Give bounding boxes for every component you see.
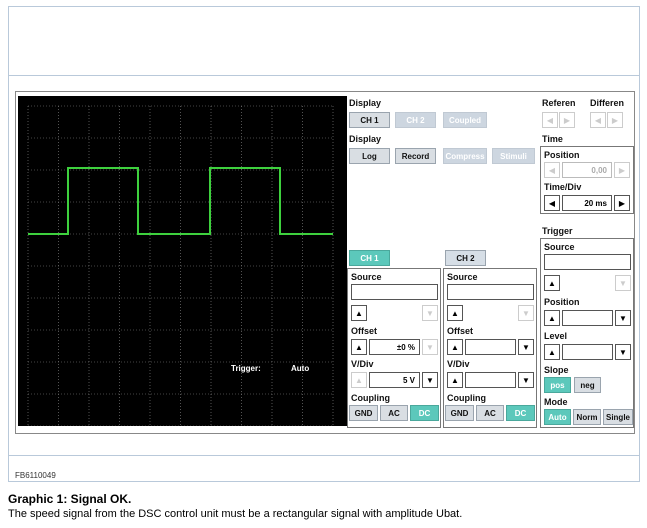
ch2-offset-label: Offset <box>447 326 474 336</box>
arrow-left-icon[interactable]: ◀ <box>544 195 560 211</box>
scope-screen: Trigger: Auto <box>18 96 347 426</box>
ch1-vdiv-field[interactable]: 5 V <box>369 372 420 388</box>
ch2-dc-button[interactable]: DC <box>506 405 535 421</box>
difference-label: Differen <box>590 98 625 108</box>
arrow-down-icon[interactable]: ▼ <box>422 339 438 355</box>
trigger-level-label: Level <box>544 331 568 341</box>
arrow-down-icon[interactable]: ▼ <box>422 305 438 321</box>
arrow-right-icon[interactable]: ▶ <box>614 162 630 178</box>
mode-auto-button[interactable]: Auto <box>544 409 571 425</box>
display-label-2: Display <box>349 134 382 144</box>
slope-neg-button[interactable]: neg <box>574 377 601 393</box>
record-button[interactable]: Record <box>395 148 436 164</box>
channel2-panel: Source ▲ ▼ Offset ▲ ▼ V/Div ▲ ▼ Coupling… <box>443 268 537 428</box>
ch2-vdiv-field[interactable] <box>465 372 516 388</box>
slope-pos-button[interactable]: pos <box>544 377 571 393</box>
ch2-ac-button[interactable]: AC <box>476 405 504 421</box>
top-divider <box>9 75 639 76</box>
arrow-down-icon[interactable]: ▼ <box>615 310 631 326</box>
arrow-left-icon[interactable]: ◀ <box>544 162 560 178</box>
arrow-left-icon[interactable]: ◀ <box>542 112 558 128</box>
trigger-section-label: Trigger <box>542 226 573 236</box>
mode-label: Mode <box>544 397 568 407</box>
arrow-up-icon[interactable]: ▲ <box>544 310 560 326</box>
ch2-gnd-button[interactable]: GND <box>445 405 474 421</box>
tab-ch2[interactable]: CH 2 <box>445 250 486 266</box>
bottom-divider <box>9 455 639 456</box>
ch1-gnd-button[interactable]: GND <box>349 405 378 421</box>
arrow-up-icon[interactable]: ▲ <box>544 275 560 291</box>
figure-id: FB6110049 <box>15 471 56 480</box>
time-position-field[interactable]: 0,00 <box>562 162 612 178</box>
figure-frame: FB6110049 Trigger: Auto Display CH 1 CH … <box>8 6 640 482</box>
trigger-source-field[interactable] <box>544 254 631 270</box>
arrow-down-icon[interactable]: ▼ <box>518 339 534 355</box>
ch1-ac-button[interactable]: AC <box>380 405 408 421</box>
ch2-vdiv-label: V/Div <box>447 359 470 369</box>
ch2-source-label: Source <box>447 272 478 282</box>
trigger-position-label: Position <box>544 297 580 307</box>
arrow-down-icon[interactable]: ▼ <box>422 372 438 388</box>
oscilloscope-ui: Trigger: Auto Display CH 1 CH 2 Coupled … <box>15 91 635 434</box>
ch2-source-field[interactable] <box>447 284 534 300</box>
log-button[interactable]: Log <box>349 148 390 164</box>
trigger-label: Trigger: <box>231 364 261 373</box>
ch1-source-label: Source <box>351 272 382 282</box>
display-label: Display <box>349 98 382 108</box>
time-panel: Position ◀ 0,00 ▶ Time/Div ◀ 20 ms ▶ <box>540 146 634 214</box>
arrow-down-icon[interactable]: ▼ <box>518 372 534 388</box>
coupled-button[interactable]: Coupled <box>443 112 487 128</box>
scope-grid <box>27 105 334 426</box>
trigger-value: Auto <box>291 364 310 373</box>
slope-label: Slope <box>544 365 569 375</box>
arrow-right-icon[interactable]: ▶ <box>614 195 630 211</box>
arrow-left-icon[interactable]: ◀ <box>590 112 606 128</box>
arrow-down-icon[interactable]: ▼ <box>615 344 631 360</box>
arrow-up-icon[interactable]: ▲ <box>351 305 367 321</box>
arrow-down-icon[interactable]: ▼ <box>518 305 534 321</box>
stimuli-button[interactable]: Stimuli <box>492 148 535 164</box>
arrow-up-icon[interactable]: ▲ <box>447 339 463 355</box>
arrow-up-icon[interactable]: ▲ <box>447 372 463 388</box>
signal-trace <box>28 167 333 235</box>
trigger-panel: Source ▲ ▼ Position ▲ ▼ Level ▲ ▼ Slope … <box>540 238 634 428</box>
arrow-right-icon[interactable]: ▶ <box>559 112 575 128</box>
trigger-position-field[interactable] <box>562 310 613 326</box>
ch1-vdiv-label: V/Div <box>351 359 374 369</box>
channel1-panel: Source ▲ ▼ Offset ▲ ±0 % ▼ V/Div ▲ 5 V ▼… <box>347 268 441 428</box>
ch2-offset-field[interactable] <box>465 339 516 355</box>
time-label: Time <box>542 134 563 144</box>
arrow-up-icon[interactable]: ▲ <box>351 372 367 388</box>
arrow-down-icon[interactable]: ▼ <box>615 275 631 291</box>
arrow-up-icon[interactable]: ▲ <box>447 305 463 321</box>
trigger-source-label: Source <box>544 242 575 252</box>
reference-label: Referen <box>542 98 576 108</box>
mode-single-button[interactable]: Single <box>603 409 633 425</box>
arrow-right-icon[interactable]: ▶ <box>607 112 623 128</box>
arrow-up-icon[interactable]: ▲ <box>351 339 367 355</box>
caption-text: The speed signal from the DSC control un… <box>8 508 463 520</box>
compress-button[interactable]: Compress <box>443 148 487 164</box>
time-position-label: Position <box>544 150 580 160</box>
ch1-offset-label: Offset <box>351 326 378 336</box>
mode-norm-button[interactable]: Norm <box>573 409 601 425</box>
ch1-coupling-label: Coupling <box>351 393 390 403</box>
trigger-level-field[interactable] <box>562 344 613 360</box>
timediv-label: Time/Div <box>544 182 582 192</box>
ch1-source-field[interactable] <box>351 284 438 300</box>
arrow-up-icon[interactable]: ▲ <box>544 344 560 360</box>
ch2-coupling-label: Coupling <box>447 393 486 403</box>
caption-title: Graphic 1: Signal OK. <box>8 492 132 506</box>
timediv-field[interactable]: 20 ms <box>562 195 612 211</box>
display-ch1-button[interactable]: CH 1 <box>349 112 390 128</box>
display-ch2-button[interactable]: CH 2 <box>395 112 436 128</box>
tab-ch1[interactable]: CH 1 <box>349 250 390 266</box>
ch1-dc-button[interactable]: DC <box>410 405 439 421</box>
ch1-offset-field[interactable]: ±0 % <box>369 339 420 355</box>
